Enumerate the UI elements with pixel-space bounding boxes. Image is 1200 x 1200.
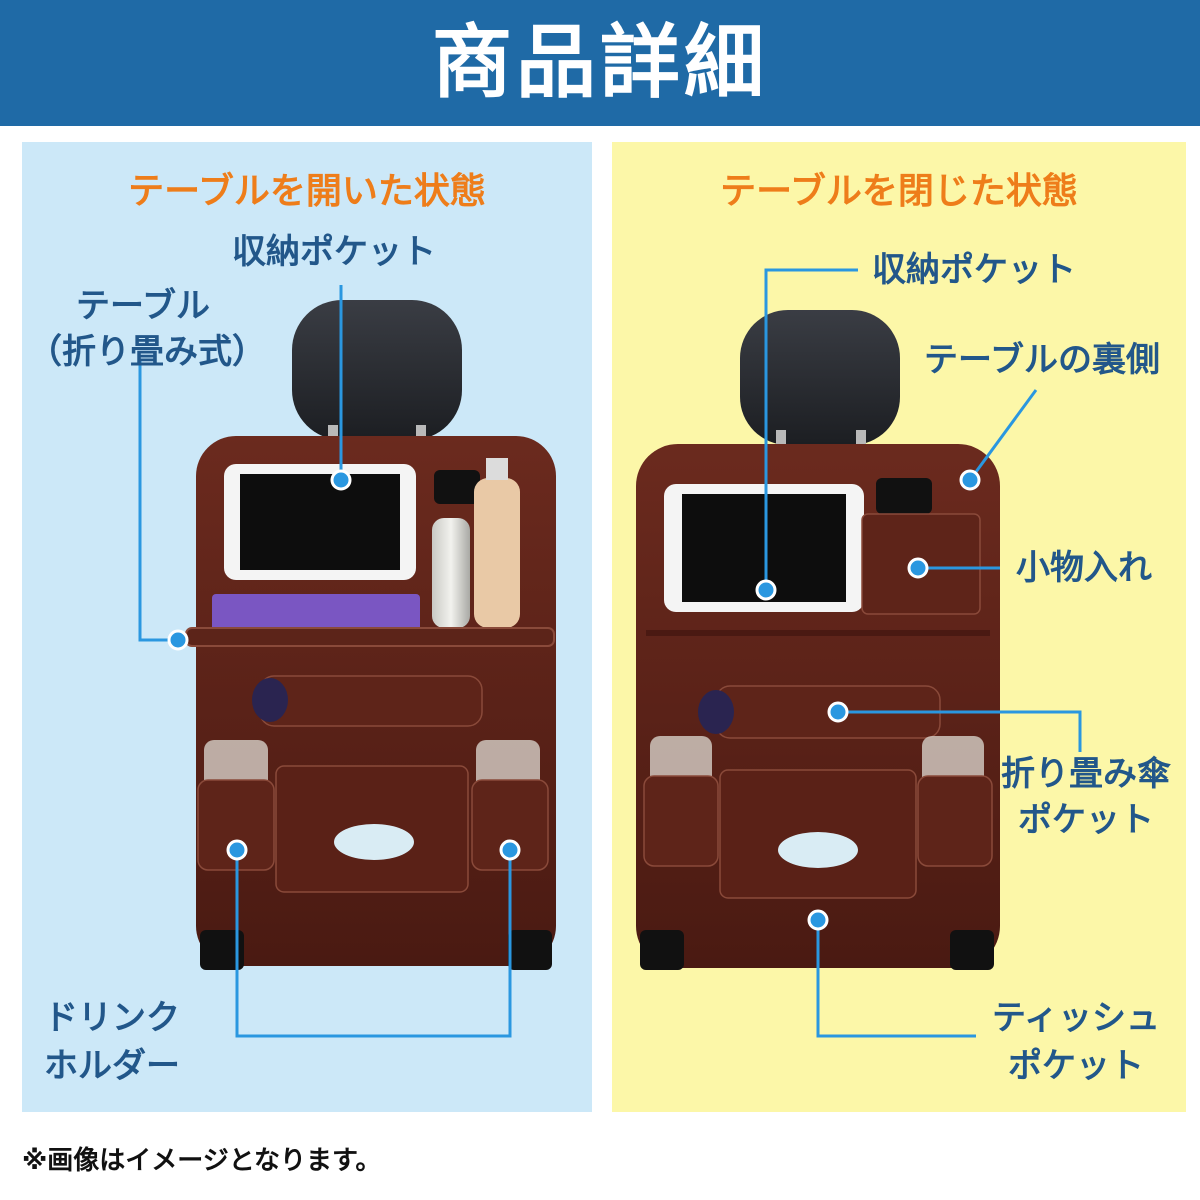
headrest	[292, 300, 462, 440]
headrest	[740, 310, 900, 445]
label-storage-pocket-left: 収納ポケット	[232, 232, 436, 272]
phone	[434, 470, 480, 504]
label-table-line1: テーブル	[76, 286, 210, 326]
seat-leg	[508, 930, 552, 970]
umbrella-pocket	[259, 675, 483, 727]
label-small-items: 小物入れ	[1016, 548, 1152, 588]
fold-tray	[185, 627, 555, 647]
callout-lines-right	[764, 268, 1082, 1038]
umbrella	[698, 690, 734, 734]
seat-leg	[950, 930, 994, 970]
label-drink-line2: ホルダー	[44, 1046, 180, 1086]
organizer-open	[185, 300, 556, 970]
bottle-cap	[486, 458, 508, 480]
label-storage-pocket-right: 収納ポケット	[872, 250, 1076, 290]
label-table-line2: （折り畳み式）	[28, 332, 266, 372]
umbrella	[252, 678, 288, 722]
page-title: 商品詳細	[432, 16, 768, 109]
drink-holder-right	[917, 775, 993, 867]
milk-bottle	[432, 518, 470, 628]
drink-holder-left	[643, 775, 719, 867]
label-tissue-line1: ティッシュ	[992, 998, 1160, 1038]
snack-box	[212, 594, 420, 632]
label-umbrella-line1: 折り畳み傘	[1001, 754, 1171, 794]
header-bar: 商品詳細	[0, 0, 1200, 126]
footnote: ※画像はイメージとなります。	[22, 1146, 382, 1176]
organizer-closed	[636, 310, 1000, 970]
seat-leg	[640, 930, 684, 970]
juice-bottle	[474, 478, 520, 628]
label-drink-line1: ドリンク	[44, 998, 180, 1038]
tissue	[778, 832, 858, 868]
table-seam	[646, 630, 990, 636]
label-umbrella-line2: ポケット	[1018, 800, 1154, 840]
panel-heading-closed: テーブルを閉じた状態	[720, 171, 1078, 212]
label-tissue-line2: ポケット	[1008, 1046, 1144, 1086]
callout-dots-right	[755, 469, 981, 931]
phone	[876, 478, 932, 514]
seat-leg	[200, 930, 244, 970]
callout-lines-left	[138, 285, 512, 1038]
label-table-back: テーブルの裏側	[924, 340, 1160, 380]
panel-heading-open: テーブルを開いた状態	[128, 171, 486, 212]
callout-dots-left	[167, 469, 521, 861]
tablet-screen	[240, 474, 400, 570]
tissue	[334, 824, 414, 860]
